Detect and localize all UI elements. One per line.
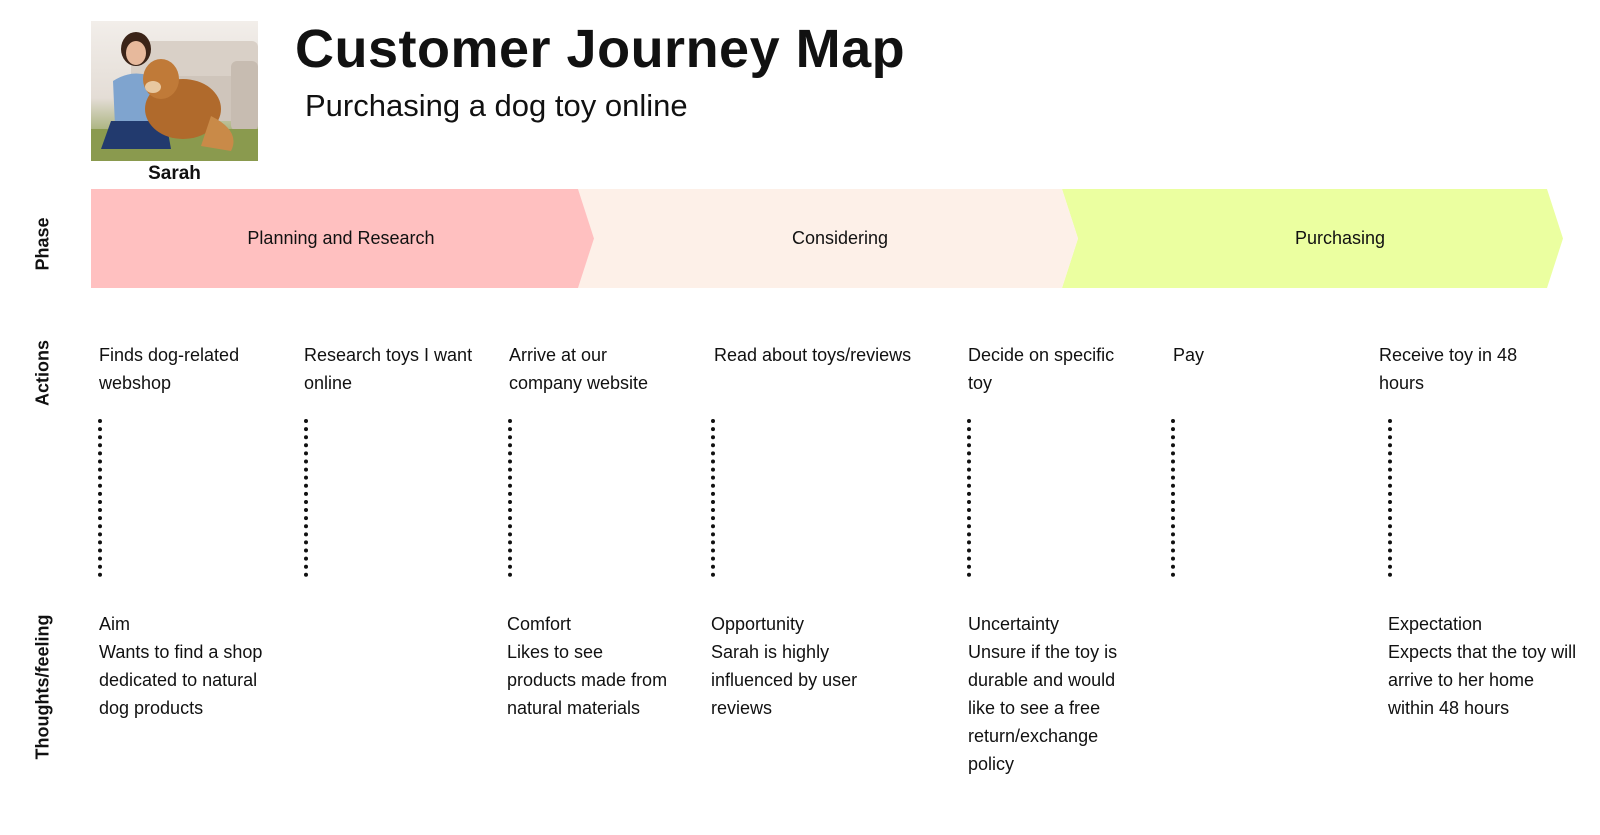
dotted-connector: [508, 419, 512, 577]
thought-uncertainty: Uncertainty Unsure if the toy is durable…: [968, 610, 1123, 778]
action-receive-toy: Receive toy in 48 hours: [1379, 345, 1518, 393]
action-arrive-website: Arrive at our company website: [509, 345, 649, 393]
thought-opportunity: Opportunity Sarah is highly influenced b…: [711, 610, 871, 722]
page-subtitle: Purchasing a dog toy online: [305, 88, 688, 123]
thought-text: Sarah is highly influenced by user revie…: [711, 642, 858, 718]
thought-heading: Uncertainty: [968, 614, 1060, 634]
dotted-connector: [1388, 419, 1392, 577]
phase-considering: Considering: [791, 228, 889, 248]
thought-text: Wants to find a shop dedicated to natura…: [99, 642, 263, 718]
row-label-phase: Phase: [32, 217, 53, 271]
phase-shape-purchasing: [1062, 189, 1563, 288]
thought-text: Likes to see products made from natural …: [507, 642, 668, 718]
dotted-connector: [98, 419, 102, 577]
persona-photo: [91, 21, 258, 161]
action-pay: Pay: [1173, 345, 1205, 365]
phase-planning-research: Planning and Research: [247, 228, 435, 248]
dotted-connector: [711, 419, 715, 577]
thought-heading: Expectation: [1388, 614, 1483, 634]
row-label-thoughts: Thoughts/feeling: [32, 614, 53, 760]
thought-heading: Aim: [99, 614, 130, 634]
page-title: Customer Journey Map: [295, 19, 906, 79]
thought-heading: Opportunity: [711, 614, 805, 634]
phase-shape-planning: [91, 189, 594, 288]
dotted-connector: [967, 419, 971, 577]
thought-comfort: Comfort Likes to see products made from …: [507, 610, 677, 722]
phase-purchasing: Purchasing: [1294, 228, 1386, 248]
thought-heading: Comfort: [507, 614, 572, 634]
action-finds-webshop: Finds dog-related webshop: [99, 345, 240, 393]
row-label-actions: Actions: [32, 339, 53, 407]
action-decide-toy: Decide on specific toy: [968, 345, 1115, 393]
thought-text: Unsure if the toy is durable and would l…: [968, 642, 1118, 774]
phase-band: [91, 189, 1563, 288]
thought-aim: Aim Wants to find a shop dedicated to na…: [99, 610, 269, 722]
dotted-connector: [304, 419, 308, 577]
thought-expectation: Expectation Expects that the toy will ar…: [1388, 610, 1578, 722]
thought-text: Expects that the toy will arrive to her …: [1388, 642, 1577, 718]
action-read-reviews: Read about toys/reviews: [714, 345, 912, 365]
phase-shape-considering: [578, 189, 1078, 288]
action-research-toys: Research toys I want online: [304, 345, 473, 393]
dotted-connector: [1171, 419, 1175, 577]
persona-name: Sarah: [148, 163, 201, 184]
